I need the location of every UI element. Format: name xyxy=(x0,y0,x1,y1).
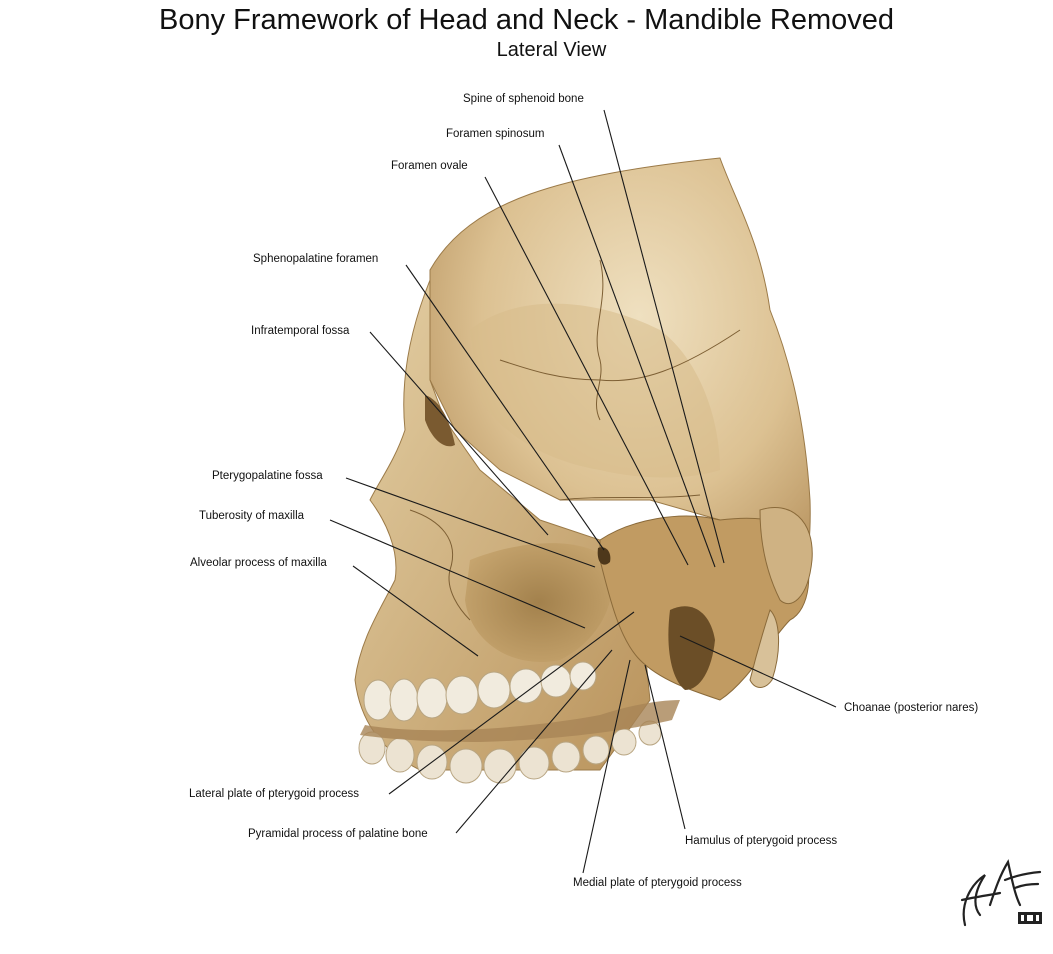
label-hamulus: Hamulus of pterygoid process xyxy=(685,835,838,847)
lower-teeth xyxy=(358,720,662,784)
label-infratemporal-fossa: Infratemporal fossa xyxy=(251,325,350,337)
label-pyramidal-process: Pyramidal process of palatine bone xyxy=(248,828,428,840)
styloid-process xyxy=(749,609,780,688)
label-foramen-ovale: Foramen ovale xyxy=(391,160,468,172)
upper-teeth xyxy=(363,661,597,722)
leader-foramen-spinosum xyxy=(558,144,716,568)
leader-spine-of-sphenoid xyxy=(603,109,725,564)
figure-subtitle: Lateral View xyxy=(496,39,607,61)
label-sphenopalatine-foramen: Sphenopalatine foramen xyxy=(253,253,379,265)
leader-choanae xyxy=(679,635,837,708)
leader-pyramidal-process xyxy=(455,649,613,834)
palate-strip xyxy=(360,700,680,742)
netter-signature xyxy=(960,859,1042,927)
leader-tuberosity-of-maxilla xyxy=(329,519,586,629)
sphenopalatine-opening xyxy=(597,547,611,565)
leader-alveolar-process xyxy=(352,565,479,657)
sutures xyxy=(409,259,741,621)
occipital-edge xyxy=(759,506,813,605)
leader-hamulus xyxy=(644,664,686,830)
orbit-shadow xyxy=(425,395,455,447)
label-medial-plate: Medial plate of pterygoid process xyxy=(573,877,742,889)
leader-lateral-plate xyxy=(388,611,635,795)
leader-medial-plate xyxy=(582,659,631,874)
label-alveolar-process: Alveolar process of maxilla xyxy=(190,557,327,569)
label-lateral-plate: Lateral plate of pterygoid process xyxy=(189,788,360,800)
label-tuberosity-of-maxilla: Tuberosity of maxilla xyxy=(199,510,305,522)
leader-foramen-ovale xyxy=(484,176,689,566)
label-pterygopalatine-fossa: Pterygopalatine fossa xyxy=(212,470,323,482)
label-spine-of-sphenoid: Spine of sphenoid bone xyxy=(463,93,584,105)
leader-pterygopalatine-fossa xyxy=(345,477,596,568)
icon-logo xyxy=(1018,912,1042,924)
leader-lines xyxy=(329,109,837,874)
infratemporal-fossa-shape xyxy=(465,543,613,662)
leader-sphenopalatine-foramen xyxy=(405,264,605,551)
label-choanae: Choanae (posterior nares) xyxy=(844,702,979,714)
choanae-opening xyxy=(668,606,715,690)
leader-infratemporal-fossa xyxy=(369,331,549,536)
temporal-fossa-shape xyxy=(470,303,720,478)
figure-title: Bony Framework of Head and Neck - Mandib… xyxy=(159,4,894,36)
label-foramen-spinosum: Foramen spinosum xyxy=(446,128,545,140)
